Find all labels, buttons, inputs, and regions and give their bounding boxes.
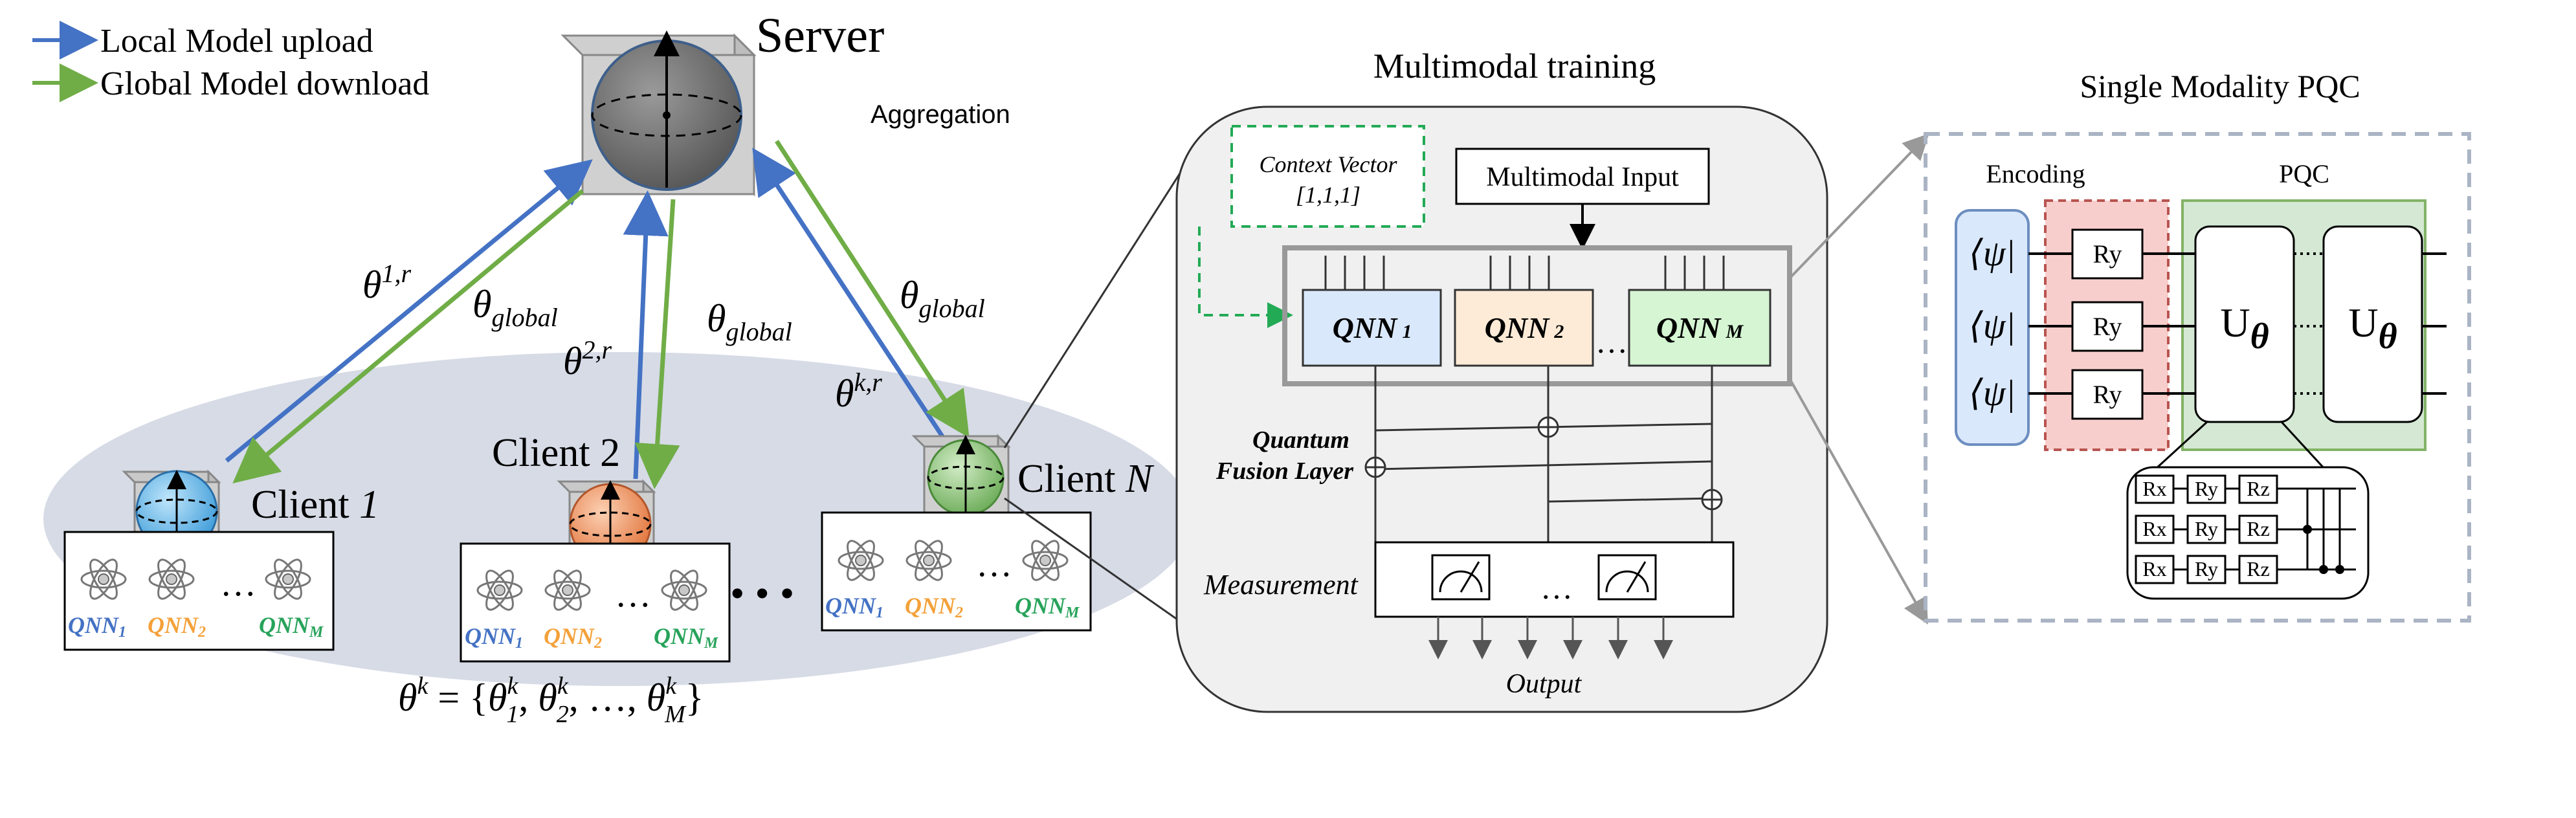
pqc-title: Single Modality PQC xyxy=(2080,68,2360,104)
client-1-qnn2-label: QNN2 xyxy=(148,612,206,641)
qnn-m-box xyxy=(1628,289,1771,367)
client-2-qnn2-label: QNN2 xyxy=(544,623,602,652)
output-arrows xyxy=(1428,617,1673,659)
client-n-qnnm-label: QNNM xyxy=(1015,593,1080,621)
ansatz-expand-right xyxy=(2280,421,2326,470)
client-n-model-box xyxy=(821,511,1092,632)
u-theta-label-1: Uθ xyxy=(2220,300,2269,357)
meter-icon-m xyxy=(1597,554,1657,601)
aggregation-label: Aggregation xyxy=(871,100,1010,129)
theta-global-label-1: θglobal xyxy=(472,283,558,332)
client-n-label: Client N xyxy=(1017,457,1155,501)
svg-text:Ry: Ry xyxy=(2195,517,2218,540)
multimodal-input-label: Multimodal Input xyxy=(1486,162,1679,192)
client-n-node xyxy=(911,434,1011,516)
context-vector-arrow xyxy=(1198,227,1293,328)
measurement-label: Measurement xyxy=(1203,569,1359,601)
svg-text:Rx: Rx xyxy=(2142,477,2166,500)
svg-text:Rx: Rx xyxy=(2142,557,2166,580)
context-vector-value: [1,1,1] xyxy=(1296,182,1360,208)
theta-2r-label: θ2,r xyxy=(563,335,612,382)
qnn-2-box xyxy=(1454,289,1594,367)
u-theta-label-2: Uθ xyxy=(2348,300,2397,357)
fusion-layer-label-1: Quantum xyxy=(1252,426,1349,454)
theta-global-label-2: θglobal xyxy=(707,297,792,346)
multimodal-title: Multimodal training xyxy=(1373,47,1656,85)
svg-text:Rz: Rz xyxy=(2247,517,2270,540)
ansatz-expand-left xyxy=(2154,421,2208,470)
context-vector-box xyxy=(1230,125,1425,228)
qubit-wires-dotted xyxy=(2294,252,2324,395)
zoom-line-top xyxy=(1003,135,1205,448)
client-n-qnn1-label: QNN1 xyxy=(825,593,883,621)
measurement-dots: … xyxy=(1540,569,1573,606)
client-1-qnn1-label: QNN1 xyxy=(68,612,126,641)
client-1-dots: … xyxy=(220,564,256,604)
client-n-qnn2-label: QNN2 xyxy=(905,593,963,621)
ry-gate-2-label: Ry xyxy=(2093,312,2122,341)
legend-download-label: Global Model download xyxy=(100,65,429,102)
pqc-label: PQC xyxy=(2279,159,2329,188)
server-label: Server xyxy=(756,8,884,63)
svg-text:Rz: Rz xyxy=(2247,477,2270,500)
qnn-container xyxy=(1282,245,1792,386)
theta-global-label-3: θglobal xyxy=(900,274,985,323)
context-vector-label: Context Vector xyxy=(1260,151,1398,177)
psi-state-3: ⟨ψ| xyxy=(1969,373,2015,414)
psi-state-2: ⟨ψ| xyxy=(1969,306,2015,346)
client-2-qnnm-label: QNNM xyxy=(654,623,719,652)
ry-gate-1-label: Ry xyxy=(2093,239,2122,269)
meter-icon-1 xyxy=(1431,554,1491,601)
ry-gate-3 xyxy=(2071,369,2144,420)
download-arrow-client1 xyxy=(232,189,584,483)
client-n-dots: … xyxy=(976,544,1012,584)
server-node xyxy=(561,30,757,197)
ansatz-controls xyxy=(2303,525,2344,574)
legend-upload-label: Local Model upload xyxy=(100,23,373,60)
svg-text:Ry: Ry xyxy=(2195,557,2218,580)
fusion-layer-label-2: Fusion Layer xyxy=(1216,458,1354,485)
client-1-label: Client 1 xyxy=(251,483,379,527)
upload-arrow-client1 xyxy=(225,159,593,463)
client-2-dots: … xyxy=(615,575,651,615)
theta-kr-label: θk,r xyxy=(835,368,882,415)
client-2-qnn1-label: QNN1 xyxy=(465,623,523,652)
ry-gate-1 xyxy=(2071,228,2144,280)
zoom-arrow-pqc-bottom xyxy=(1788,378,1928,625)
download-arrow-clientN xyxy=(775,140,970,438)
output-label: Output xyxy=(1506,669,1582,699)
qubit-wires xyxy=(2028,252,2447,395)
qnn-dots: … xyxy=(1595,324,1628,360)
psi-state-1: ⟨ψ| xyxy=(1969,234,2015,274)
client-2-label: Client 2 xyxy=(492,431,620,475)
fusion-cnots xyxy=(1364,416,1723,511)
more-clients-dots: • • • xyxy=(730,570,794,616)
theta-1r-label: θ1,r xyxy=(362,259,411,306)
zoom-arrow-pqc-top xyxy=(1788,133,1929,280)
svg-text:Rx: Rx xyxy=(2142,517,2166,540)
upload-arrow-client2 xyxy=(623,190,669,480)
qnn-1-box xyxy=(1302,289,1442,367)
u-theta-block-2 xyxy=(2322,225,2423,423)
qnn-input-wires xyxy=(1324,256,1725,290)
pqc-panel xyxy=(1924,132,2471,623)
legend: Local Model upload Global Model download xyxy=(32,21,429,102)
svg-text:Rz: Rz xyxy=(2247,557,2270,580)
ry-gate-3-label: Ry xyxy=(2093,380,2122,409)
svg-text:Ry: Ry xyxy=(2195,477,2218,500)
client-1-model-box xyxy=(63,531,335,651)
upload-arrow-clientN xyxy=(752,148,950,447)
download-arrow-client2 xyxy=(634,199,680,489)
encoding-label: Encoding xyxy=(1986,159,2085,188)
ansatz-gates: Rx Ry Rz Rx Ry Rz Rx Ry Rz xyxy=(2135,474,2278,584)
client-1-qnnm-label: QNNM xyxy=(259,612,324,641)
ry-gate-2 xyxy=(2071,301,2144,352)
u-theta-block-1 xyxy=(2194,225,2295,423)
